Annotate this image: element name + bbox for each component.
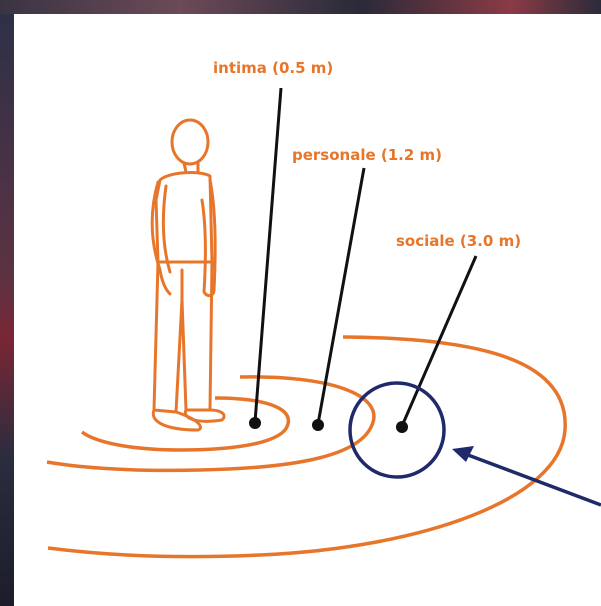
sociale-leader-line xyxy=(400,255,478,427)
sociale-zone-arc xyxy=(47,335,567,559)
background-top xyxy=(0,0,601,14)
intima-leader-line xyxy=(253,87,283,423)
personale-label: personale (1.2 m) xyxy=(292,146,442,164)
diagram-card xyxy=(14,14,601,606)
intima-label: intima (0.5 m) xyxy=(213,59,333,77)
person-icon xyxy=(150,118,226,432)
background-left xyxy=(0,14,14,606)
pointer-arrow-shaft xyxy=(459,450,601,507)
pointer-arrow-head xyxy=(452,446,474,462)
intima-zone-arc xyxy=(80,396,291,452)
sociale-marker-dot xyxy=(396,421,408,433)
personale-leader-line xyxy=(316,167,366,425)
personale-zone-arc xyxy=(46,375,376,473)
personale-marker-dot xyxy=(312,419,324,431)
highlight-circle xyxy=(348,381,446,479)
intima-marker-dot xyxy=(249,417,261,429)
sociale-label: sociale (3.0 m) xyxy=(396,232,521,250)
